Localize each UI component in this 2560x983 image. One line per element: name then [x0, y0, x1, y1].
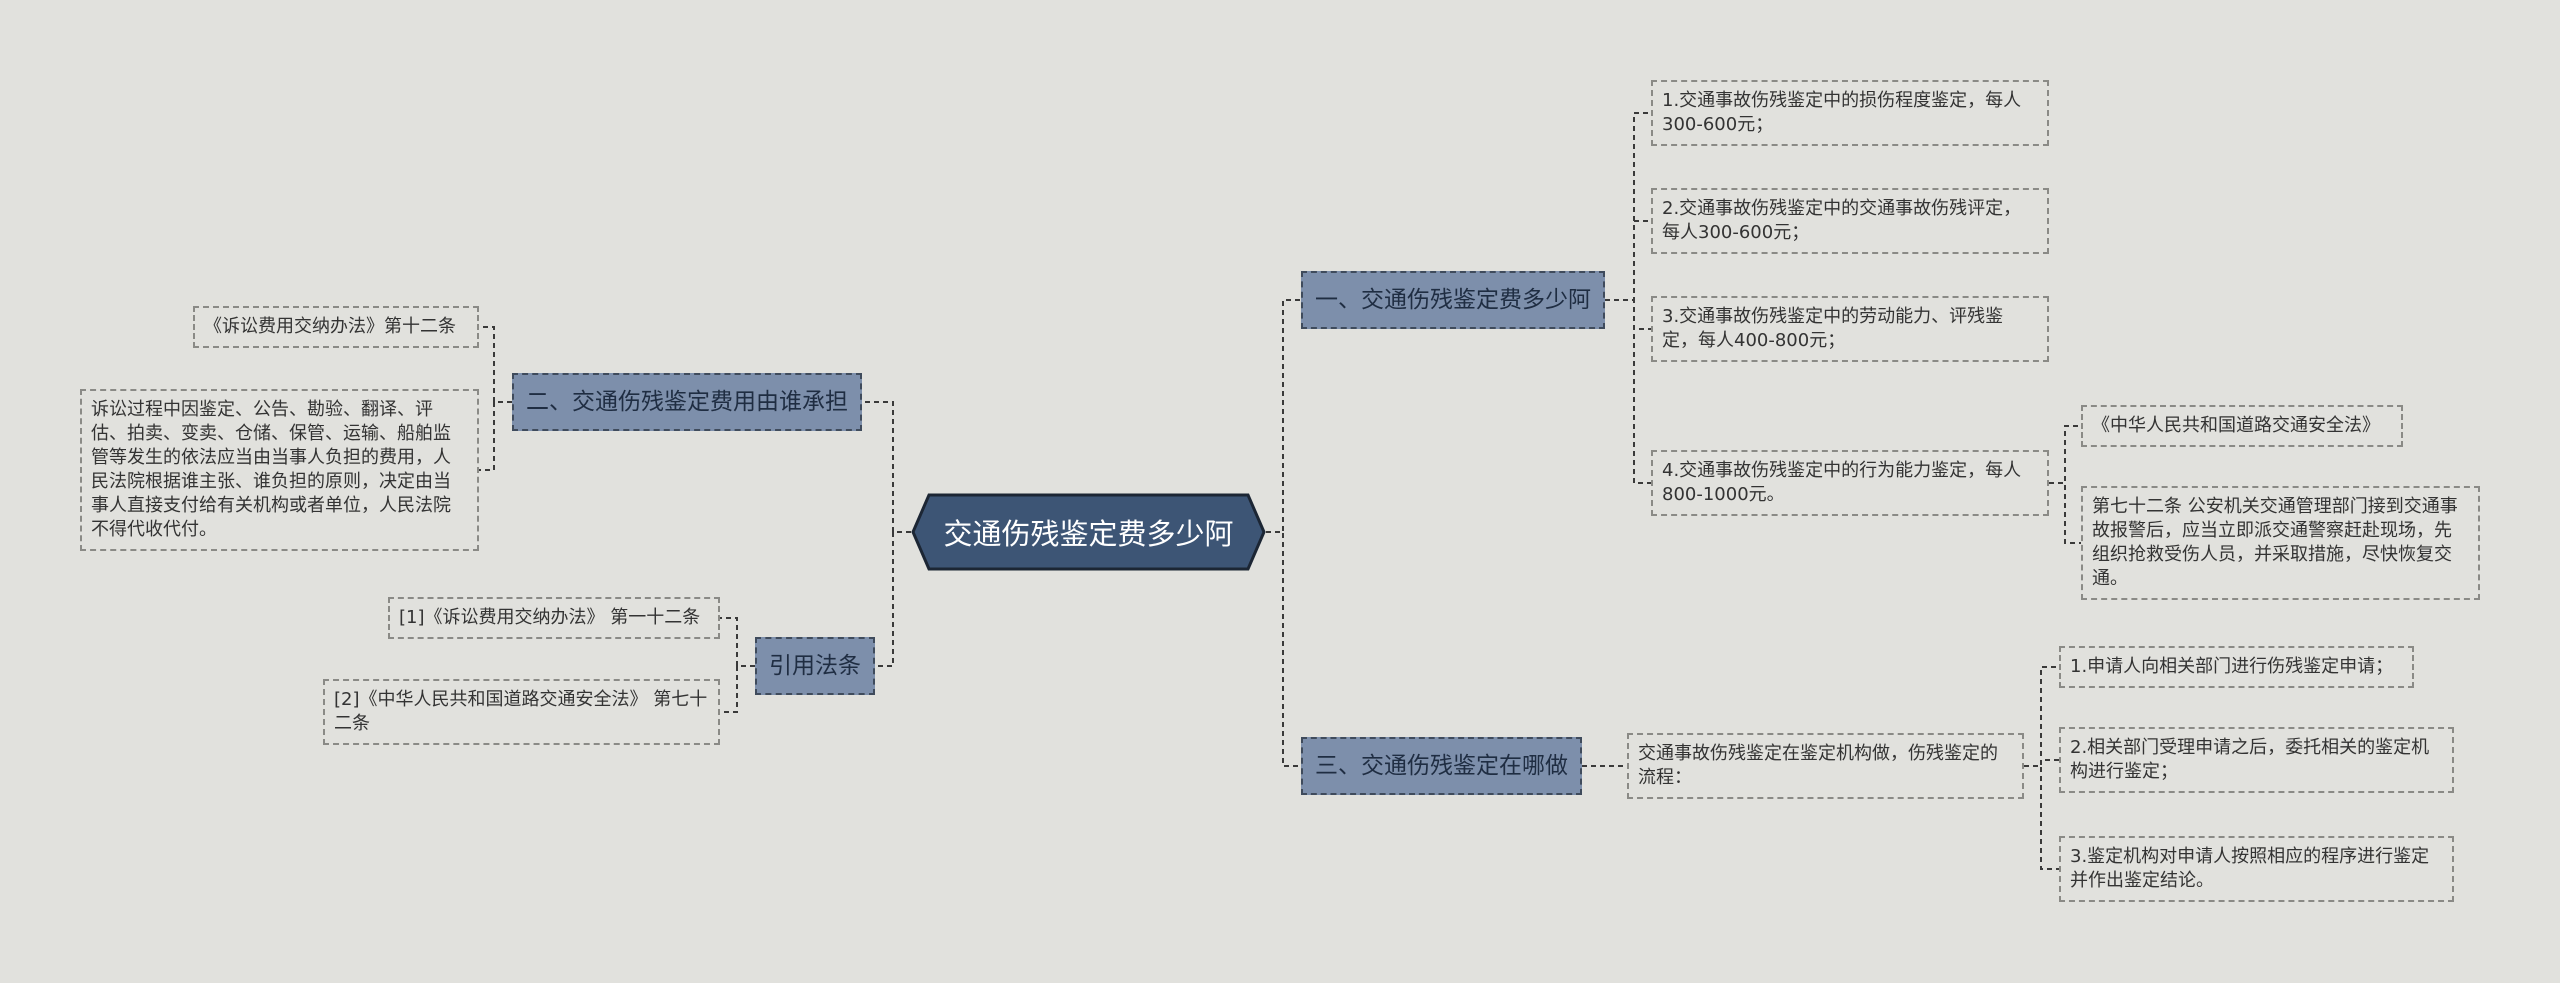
connector-branch-fee-amount-to-leaf-fee-4 — [1605, 299, 1651, 484]
connector-leaf-fee-4-to-leaf-fee-4-law — [2049, 425, 2081, 484]
leaf-where-1[interactable]: 1.申请人向相关部门进行伤残鉴定申请； — [2059, 646, 2414, 688]
connector-root-topic-to-branch-where — [1266, 531, 1301, 767]
leaf-where-2-text: 2.相关部门受理申请之后，委托相关的鉴定机构进行鉴定； — [2070, 737, 2430, 782]
branch-where-label: 三、交通伤残鉴定在哪做 — [1315, 753, 1568, 779]
connector-branch-who-pays-to-leaf-who-article — [479, 401, 512, 471]
leaf-where-1-text: 1.申请人向相关部门进行伤残鉴定申请； — [2070, 656, 2394, 677]
connector-leaf-fee-4-to-leaf-fee-4-article — [2049, 482, 2081, 544]
connector-leaf-where-intro-to-leaf-where-2 — [2024, 759, 2059, 767]
connector-leaf-where-intro-to-leaf-where-1 — [2024, 666, 2059, 767]
leaf-who-law[interactable]: 《诉讼费用交纳办法》第十二条 — [193, 306, 479, 348]
connector-branch-fee-amount-to-leaf-fee-1 — [1605, 112, 1651, 301]
leaf-cite-1-text: [1]《诉讼费用交纳办法》 第一十二条 — [399, 607, 701, 628]
leaf-fee-4-text: 4.交通事故伤残鉴定中的行为能力鉴定，每人800-1000元。 — [1662, 460, 2022, 505]
leaf-fee-4-article-text: 第七十二条 公安机关交通管理部门接到交通事故报警后，应当立即派交通警察赶赴现场，… — [2092, 496, 2458, 589]
branch-fee-amount[interactable]: 一、交通伤残鉴定费多少阿 — [1301, 271, 1605, 329]
connector-branch-fee-amount-to-leaf-fee-3 — [1605, 299, 1651, 330]
connector-leaf-where-intro-to-leaf-where-3 — [2024, 765, 2059, 870]
leaf-cite-2[interactable]: [2]《中华人民共和国道路交通安全法》 第七十二条 — [323, 679, 720, 745]
leaf-fee-1[interactable]: 1.交通事故伤残鉴定中的损伤程度鉴定，每人300-600元； — [1651, 80, 2049, 146]
leaf-cite-1[interactable]: [1]《诉讼费用交纳办法》 第一十二条 — [388, 597, 720, 639]
leaf-fee-4-law-text: 《中华人民共和国道路交通安全法》 — [2092, 415, 2380, 436]
connector-root-topic-to-branch-who-pays — [862, 401, 911, 533]
leaf-fee-1-text: 1.交通事故伤残鉴定中的损伤程度鉴定，每人300-600元； — [1662, 90, 2022, 135]
root-topic[interactable]: 交通伤残鉴定费多少阿 — [911, 493, 1266, 571]
leaf-fee-4[interactable]: 4.交通事故伤残鉴定中的行为能力鉴定，每人800-1000元。 — [1651, 450, 2049, 516]
leaf-who-article-text: 诉讼过程中因鉴定、公告、勘验、翻译、评估、拍卖、变卖、仓储、保管、运输、船舶监管… — [91, 399, 451, 540]
connector-branch-fee-amount-to-leaf-fee-2 — [1605, 220, 1651, 301]
leaf-who-law-text: 《诉讼费用交纳办法》第十二条 — [204, 316, 456, 337]
leaf-where-2[interactable]: 2.相关部门受理申请之后，委托相关的鉴定机构进行鉴定； — [2059, 727, 2454, 793]
connector-branch-cited-laws-to-leaf-cite-2 — [720, 665, 755, 713]
branch-who-pays[interactable]: 二、交通伤残鉴定费用由谁承担 — [512, 373, 862, 431]
branch-where[interactable]: 三、交通伤残鉴定在哪做 — [1301, 737, 1582, 795]
leaf-fee-3[interactable]: 3.交通事故伤残鉴定中的劳动能力、评残鉴定，每人400-800元； — [1651, 296, 2049, 362]
branch-cited-laws[interactable]: 引用法条 — [755, 637, 875, 695]
leaf-fee-4-article[interactable]: 第七十二条 公安机关交通管理部门接到交通事故报警后，应当立即派交通警察赶赴现场，… — [2081, 486, 2480, 600]
connector-root-topic-to-branch-fee-amount — [1266, 299, 1301, 533]
leaf-fee-2[interactable]: 2.交通事故伤残鉴定中的交通事故伤残评定，每人300-600元； — [1651, 188, 2049, 254]
leaf-fee-2-text: 2.交通事故伤残鉴定中的交通事故伤残评定，每人300-600元； — [1662, 198, 2022, 243]
leaf-who-article[interactable]: 诉讼过程中因鉴定、公告、勘验、翻译、评估、拍卖、变卖、仓储、保管、运输、船舶监管… — [80, 389, 479, 551]
leaf-fee-3-text: 3.交通事故伤残鉴定中的劳动能力、评残鉴定，每人400-800元； — [1662, 306, 2004, 351]
branch-fee-amount-label: 一、交通伤残鉴定费多少阿 — [1315, 287, 1591, 313]
connector-branch-cited-laws-to-leaf-cite-1 — [720, 617, 755, 667]
root-topic-label: 交通伤残鉴定费多少阿 — [943, 517, 1234, 551]
branch-cited-laws-label: 引用法条 — [769, 653, 861, 679]
leaf-where-intro[interactable]: 交通事故伤残鉴定在鉴定机构做，伤残鉴定的流程： — [1627, 733, 2024, 799]
leaf-where-3[interactable]: 3.鉴定机构对申请人按照相应的程序进行鉴定并作出鉴定结论。 — [2059, 836, 2454, 902]
connector-branch-who-pays-to-leaf-who-law — [479, 326, 512, 403]
leaf-fee-4-law[interactable]: 《中华人民共和国道路交通安全法》 — [2081, 405, 2403, 447]
branch-who-pays-label: 二、交通伤残鉴定费用由谁承担 — [526, 389, 848, 415]
leaf-where-3-text: 3.鉴定机构对申请人按照相应的程序进行鉴定并作出鉴定结论。 — [2070, 846, 2430, 891]
leaf-cite-2-text: [2]《中华人民共和国道路交通安全法》 第七十二条 — [334, 689, 708, 734]
connector-root-topic-to-branch-cited-laws — [875, 531, 911, 667]
leaf-where-intro-text: 交通事故伤残鉴定在鉴定机构做，伤残鉴定的流程： — [1638, 743, 1998, 788]
root-hexagon-shape — [911, 493, 1266, 571]
